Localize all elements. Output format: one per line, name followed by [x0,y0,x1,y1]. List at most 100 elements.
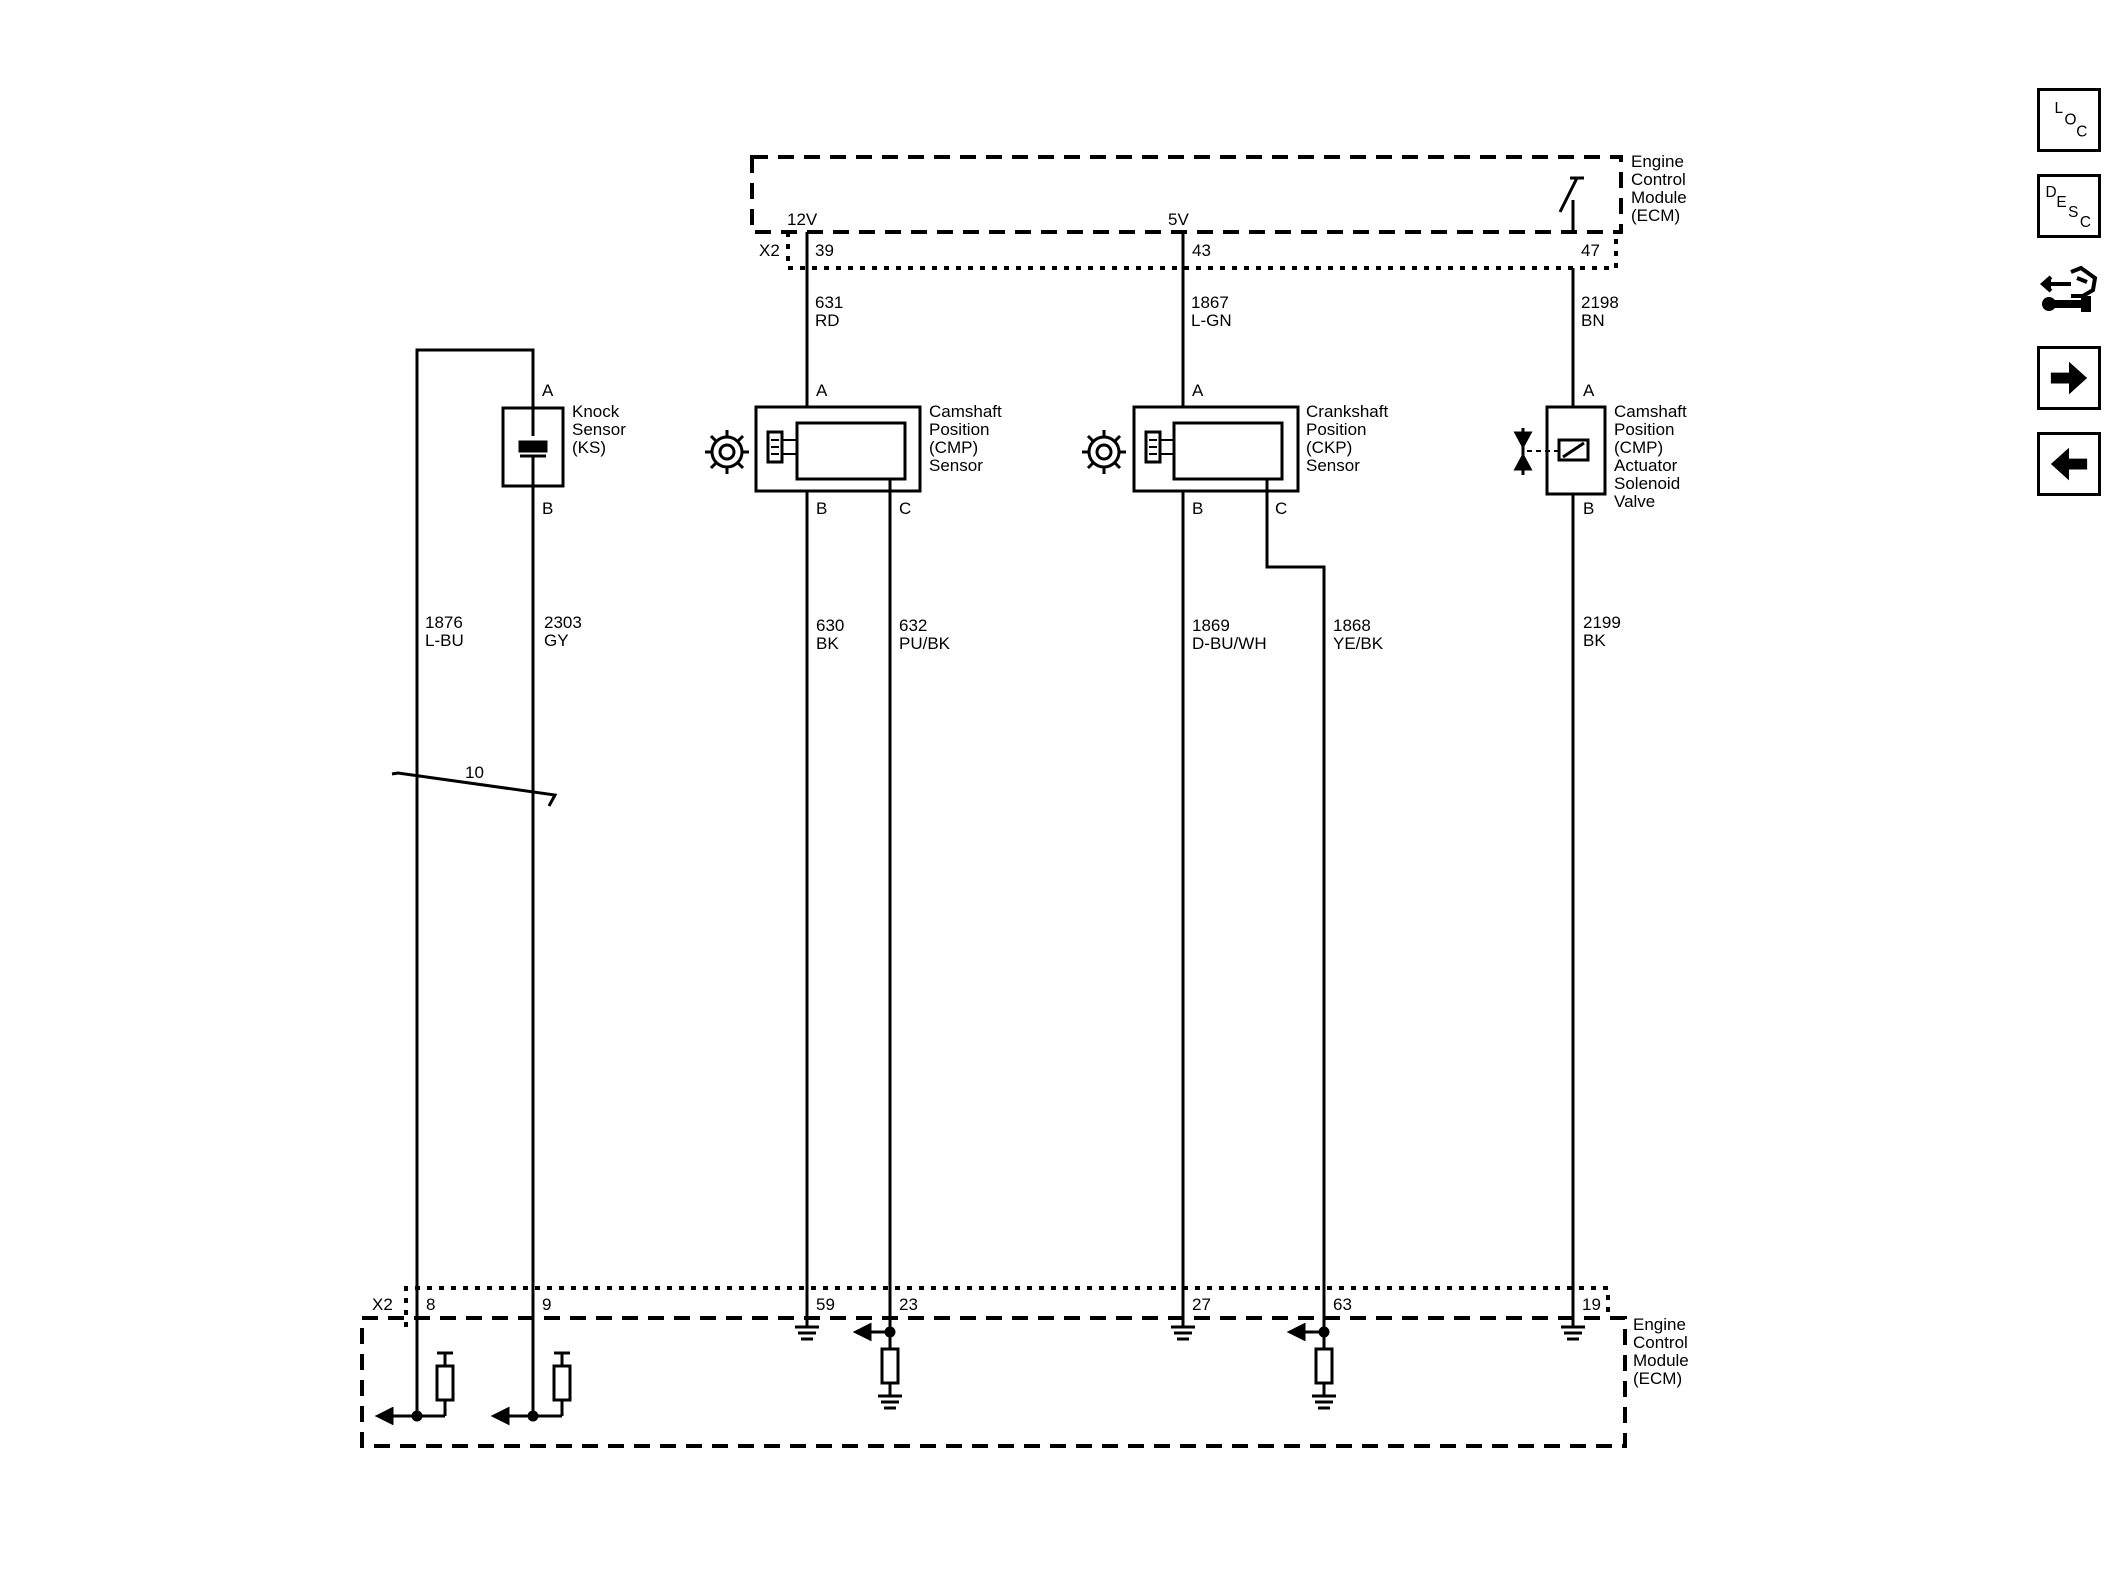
ground-symbol-ckp-b [1171,1325,1195,1341]
loc-letter-1: L [2055,100,2064,117]
ks-b-input-circuit [490,1351,572,1426]
ecm-bottom-name-4: (ECM) [1633,1369,1682,1388]
loc-letter-3: C [2076,123,2087,140]
pin-top-sol-a: 47 [1581,241,1600,260]
pin-bottom-cmp-c: 23 [899,1295,918,1314]
connector-wrench-button[interactable] [2037,260,2101,324]
pin-top-ckp-a: 43 [1192,241,1211,260]
ckp-pin-c: C [1275,499,1287,518]
ecm-bottom-connector-strip [404,1286,1610,1327]
wire-cmp-a-color: RD [815,311,840,330]
solenoid-valve-icon [1513,428,1533,475]
ckp-name-3: (CKP) [1306,438,1352,457]
ecm-top-connector-id: X2 [759,241,780,260]
wire-ks-b-color: GY [544,631,569,650]
wire-ckp-c-color: YE/BK [1333,634,1384,653]
sol-pin-b: B [1583,499,1594,518]
wire-sol-a-color: BN [1581,311,1605,330]
wire-sol-b-color: BK [1583,631,1606,650]
ckp-hall-element [1144,430,1162,464]
voltage-12v: 12V [787,210,818,229]
location-button[interactable]: L O C [2037,88,2101,152]
wire-ckp-b-color: D-BU/WH [1192,634,1267,653]
sol-name-2: Position [1614,420,1674,439]
knock-sensor-element [518,408,548,486]
ckp-sensor-outer [1132,405,1300,493]
sol-name-6: Valve [1614,492,1655,511]
desc-letter-3: S [2068,204,2078,221]
cmp-name-2: Position [929,420,989,439]
desc-letter-2: E [2056,194,2066,211]
wire-ckp-c-circuit: 1868 [1333,616,1371,635]
ecm-top-label: Engine Control Module (ECM) [1631,152,1687,225]
ecm-bottom-box [360,1316,1627,1448]
cmp-name-1: Camshaft [929,402,1002,421]
ckp-gear-icon [1082,430,1126,474]
ecm-bottom-name-3: Module [1633,1351,1689,1370]
ks-pin-b: B [542,499,553,518]
cmp-pin-a: A [816,381,828,400]
sol-name-1: Camshaft [1614,402,1687,421]
wire-cmp-c-circuit: 632 [899,616,927,635]
pin-bottom-ckp-b: 27 [1192,1295,1211,1314]
wire-sol-a-circuit: 2198 [1581,293,1619,312]
ks-a-input-circuit [374,1351,455,1426]
ckp-c-input-circuit [1286,1322,1336,1410]
cmp-pin-b: B [816,499,827,518]
previous-page-button[interactable] [2037,432,2101,496]
pin-top-cmp-a: 39 [815,241,834,260]
pin-bottom-cmp-b: 59 [816,1295,835,1314]
ks-name-3: (KS) [572,438,606,457]
wire-ks-b-circuit: 2303 [544,613,582,632]
wire-ckp-c [1265,479,1326,1332]
cmp-name-3: (CMP) [929,438,978,457]
wire-cmp-b-color: BK [816,634,839,653]
ks-name-2: Sensor [572,420,626,439]
ckp-pin-b: B [1192,499,1203,518]
ground-symbol-sol-b [1561,1325,1585,1341]
wire-ckp-a-color: L-GN [1191,311,1232,330]
description-icon: D E S C [2045,184,2091,231]
cmp-sensor-outer [754,405,922,493]
sol-pin-a: A [1583,381,1595,400]
cmp-name-4: Sensor [929,456,983,475]
loc-letter-2: O [2064,112,2076,129]
pin-bottom-ks-a: 8 [426,1295,435,1314]
wire-ckp-b-circuit: 1869 [1192,616,1230,635]
cmp-gear-icon [705,430,749,474]
pin-bottom-ks-b: 9 [542,1295,551,1314]
ecm-bottom-connector-id: X2 [372,1295,393,1314]
wire-ks-a-loop [415,348,535,1416]
ckp-pin-a: A [1192,381,1204,400]
ecm-bottom-name-2: Control [1633,1333,1688,1352]
ks-name-1: Knock [572,402,620,421]
wire-ks-a-color: L-BU [425,631,464,650]
wire-sol-b-circuit: 2199 [1583,613,1621,632]
description-button[interactable]: D E S C [2037,174,2101,238]
ecm-top-name-2: Control [1631,170,1686,189]
cmp-sensor-inner [795,421,907,481]
ks-pin-a: A [542,381,554,400]
sol-name-3: (CMP) [1614,438,1663,457]
desc-letter-1: D [2045,184,2056,201]
desc-letter-4: C [2080,214,2091,231]
ecm-bottom-name-1: Engine [1633,1315,1686,1334]
ckp-name-2: Position [1306,420,1366,439]
cmp-hall-lines [771,439,797,455]
next-page-button[interactable] [2037,346,2101,410]
cmp-c-input-circuit [852,1322,902,1410]
ecm-bottom-label: Engine Control Module (ECM) [1633,1315,1689,1388]
ecm-top-name-1: Engine [1631,152,1684,171]
ecm-top-name-4: (ECM) [1631,206,1680,225]
ckp-sensor-inner [1172,421,1284,481]
wire-cmp-c-color: PU/BK [899,634,951,653]
ecm-top-name-3: Module [1631,188,1687,207]
ckp-hall-lines [1149,439,1174,455]
ground-symbol-cmp-b [795,1325,819,1341]
ecm-switch-symbol [1558,176,1584,232]
voltage-5v: 5V [1168,210,1189,229]
location-icon: L O C [2055,100,2088,141]
sol-name-5: Solenoid [1614,474,1680,493]
cmp-pin-c: C [899,499,911,518]
